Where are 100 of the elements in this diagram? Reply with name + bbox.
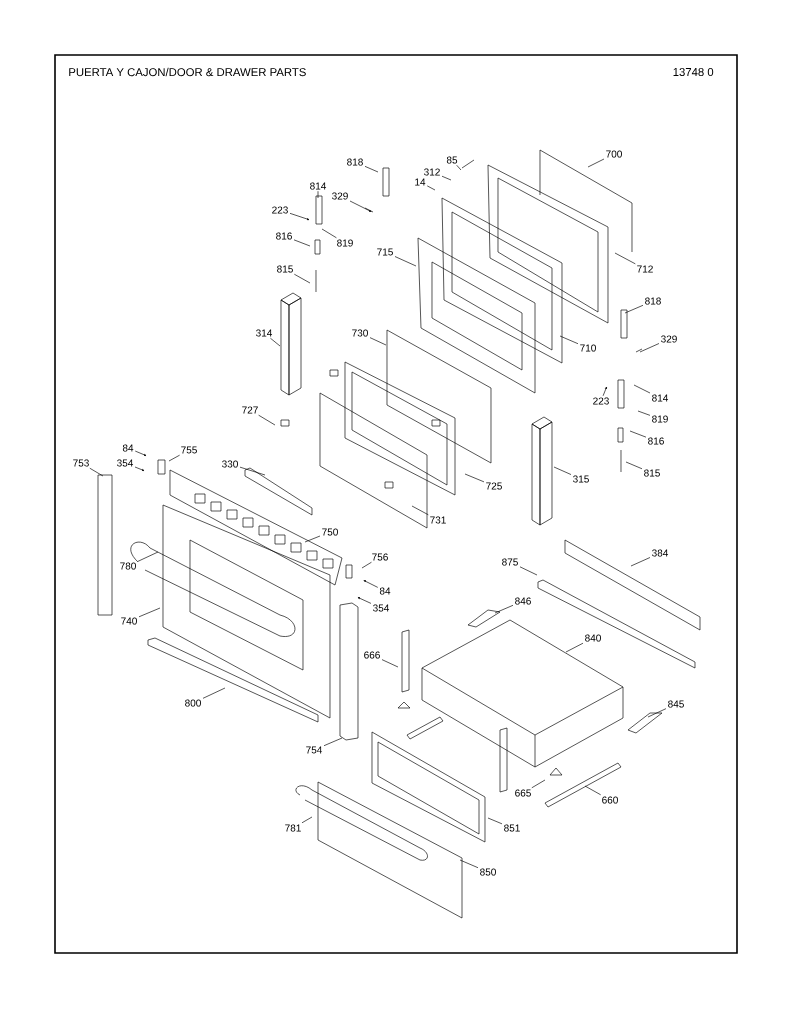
title: PUERTA Y CAJON/DOOR & DRAWER PARTS	[69, 67, 306, 77]
leader-line	[519, 566, 538, 576]
leader-line	[553, 466, 572, 475]
callout-number: 816	[648, 437, 664, 445]
leader-line	[293, 239, 311, 247]
callout-number: 781	[285, 824, 301, 832]
leader-line	[357, 597, 372, 604]
leader-line	[411, 505, 429, 516]
leader-line	[239, 466, 266, 476]
callout-number: 666	[364, 651, 380, 659]
callout-number: 819	[652, 415, 668, 423]
leader-line	[614, 252, 636, 265]
leader-line	[426, 185, 436, 191]
leader-line	[625, 461, 643, 470]
leader-line	[364, 166, 379, 173]
leader-line	[202, 687, 226, 699]
callout-number: 330	[222, 460, 238, 468]
drawing-number: 13748 0	[673, 68, 714, 76]
callout-number: 85	[446, 156, 458, 164]
callout-number: 315	[573, 475, 589, 483]
callout-number: 814	[310, 182, 327, 190]
callout-number: 754	[306, 746, 323, 754]
leader-line	[321, 228, 337, 239]
leader-line	[647, 708, 667, 718]
leader-line	[624, 304, 644, 314]
callout-number: 818	[645, 297, 661, 305]
leader-line	[381, 659, 399, 668]
leader-line	[289, 213, 310, 220]
callout-number: 800	[185, 699, 201, 707]
leader-line	[369, 337, 387, 346]
callout-number: 314	[256, 329, 273, 337]
callout-number: 851	[504, 824, 520, 832]
callout-number: 819	[337, 239, 353, 247]
leader-line	[633, 384, 651, 394]
leader-line	[565, 642, 584, 653]
leader-line	[441, 175, 452, 181]
callout-number: 223	[272, 206, 288, 214]
leader-line	[134, 466, 145, 471]
leader-line	[584, 785, 602, 796]
callout-number: 755	[181, 446, 197, 454]
callout-number: 712	[637, 265, 653, 273]
leader-line	[639, 343, 660, 353]
callout-number: 850	[480, 868, 496, 876]
callout-number: 818	[347, 158, 363, 166]
callout-number: 815	[644, 469, 660, 477]
leader-line	[459, 859, 479, 869]
callout-number: 710	[580, 344, 596, 352]
leader-line	[587, 158, 605, 168]
leader-line	[323, 737, 343, 747]
callout-number: 384	[652, 549, 669, 557]
callout-number: 660	[602, 796, 618, 804]
leader-line	[89, 467, 104, 477]
callout-number: 329	[332, 192, 348, 200]
callout-number: 727	[242, 406, 258, 414]
callout-number: 756	[372, 553, 388, 561]
callout-number: 84	[379, 587, 391, 595]
callout-number: 731	[430, 516, 446, 524]
callout-number: 814	[652, 394, 669, 402]
leader-line	[270, 337, 281, 347]
callout-number: 223	[593, 397, 609, 405]
callout-number: 816	[276, 232, 292, 240]
callout-number: 700	[606, 150, 622, 158]
leader-line	[137, 551, 159, 562]
leader-line	[317, 190, 319, 199]
leader-line	[629, 430, 647, 438]
callout-number: 14	[415, 178, 426, 186]
callout-number: 329	[661, 335, 677, 343]
leader-line	[293, 273, 311, 284]
callout-number: 815	[277, 265, 293, 273]
leader-line	[487, 817, 503, 825]
leader-line	[258, 414, 276, 426]
leader-line	[394, 256, 417, 267]
leader-line	[134, 450, 147, 456]
callout-number: 753	[73, 459, 89, 467]
callout-number: 730	[352, 329, 368, 337]
callout-number: 750	[322, 528, 338, 536]
leader-line	[168, 454, 180, 462]
callout-number: 845	[668, 700, 684, 708]
callout-number: 354	[373, 604, 390, 612]
callout-number: 740	[121, 617, 137, 625]
leader-line	[602, 386, 607, 397]
callout-number: 84	[122, 444, 134, 452]
callout-number: 875	[502, 558, 518, 566]
leader-line	[494, 604, 514, 614]
leader-line	[531, 779, 546, 789]
leader-line	[301, 816, 313, 824]
leader-line	[349, 200, 372, 212]
leader-line	[361, 561, 372, 569]
leader-line	[304, 535, 321, 543]
callout-number: 715	[377, 248, 393, 256]
callout-number: 354	[117, 459, 134, 467]
callout-number: 312	[424, 168, 440, 176]
leader-line	[559, 335, 579, 345]
callout-number: 725	[486, 482, 502, 490]
leader-line	[637, 410, 651, 416]
callout-number: 780	[120, 562, 136, 570]
leader-line	[138, 607, 161, 618]
leader-line	[456, 164, 462, 171]
callout-number: 665	[515, 789, 531, 797]
callout-number: 840	[585, 634, 601, 642]
